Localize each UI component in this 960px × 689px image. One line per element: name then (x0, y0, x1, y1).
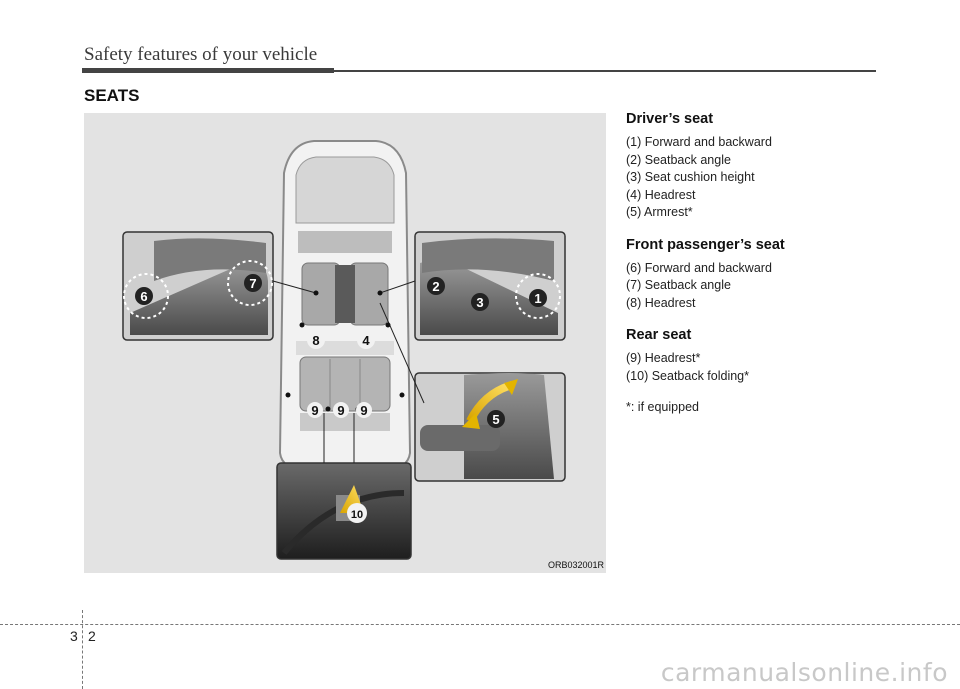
svg-text:9: 9 (360, 403, 367, 418)
seatback-fold-inset (276, 462, 412, 560)
list-item: (7) Seatback angle (626, 278, 731, 292)
svg-text:4: 4 (362, 333, 370, 348)
list-item: (9) Headrest* (626, 351, 701, 365)
list-item: (6) Forward and backward (626, 260, 772, 275)
driver-seat-inset (414, 231, 566, 341)
list-item: (1) Forward and backward (626, 135, 772, 149)
drivers-seat-group: Driver’s seat (1) Forward and backward (… (626, 110, 926, 222)
chapter-rule-thick (82, 68, 334, 73)
chapter-rule-thin (334, 70, 876, 72)
svg-text:7: 7 (249, 276, 256, 291)
page-number: 2 (88, 628, 96, 644)
section-heading: SEATS (84, 86, 140, 105)
list-item: (3) Seat cushion height (626, 170, 755, 184)
seat-illustration: 1 2 3 4 5 6 7 (84, 113, 606, 573)
passenger-seat-group: Front passenger’s seat (6) Forward and b… (626, 236, 926, 313)
rear-seat-group: Rear seat (9) Headrest* (10) Seatback fo… (626, 326, 926, 385)
callout-4: 4 (357, 331, 375, 349)
footer-divider (82, 610, 83, 689)
watermark: carmanualsonline.info (660, 658, 948, 687)
list-item: (8) Headrest (626, 295, 696, 310)
svg-text:2: 2 (432, 279, 439, 294)
callout-9a: 9 (307, 402, 323, 418)
car-top-view (278, 140, 412, 472)
callout-9c: 9 (356, 402, 372, 418)
svg-text:6: 6 (140, 289, 147, 304)
list-item: (2) Seatback angle (626, 152, 731, 167)
figure-code: ORB032001R (547, 560, 604, 570)
callout-1: 1 (529, 289, 547, 307)
group-heading: Front passenger’s seat (626, 236, 785, 253)
list-item: (4) Headrest (626, 187, 696, 202)
list-item: (5) Armrest* (626, 205, 693, 219)
svg-text:10: 10 (351, 509, 363, 521)
armrest-inset (414, 372, 566, 482)
callout-9b: 9 (333, 402, 349, 418)
svg-text:3: 3 (476, 295, 483, 310)
group-heading: Driver’s seat (626, 111, 714, 127)
callout-2: 2 (427, 277, 445, 295)
page-chapter-number: 3 (70, 628, 78, 644)
chapter-title: Safety features of your vehicle (84, 44, 318, 65)
callout-10: 10 (347, 503, 367, 523)
svg-text:1: 1 (534, 291, 541, 306)
svg-text:9: 9 (311, 403, 318, 418)
passenger-seat-inset (122, 231, 274, 341)
text-column: Driver’s seat (1) Forward and backward (… (626, 110, 926, 416)
callout-3: 3 (471, 293, 489, 311)
callout-5: 5 (487, 410, 505, 428)
list-item: (10) Seatback folding* (626, 368, 749, 383)
svg-text:5: 5 (492, 412, 499, 427)
svg-text:9: 9 (337, 403, 344, 418)
group-heading: Rear seat (626, 327, 692, 343)
svg-text:8: 8 (312, 333, 319, 348)
footer-rule (0, 624, 960, 625)
leader-lines (272, 280, 425, 463)
footnote: *: if equipped (626, 400, 699, 414)
callout-8: 8 (307, 331, 325, 349)
callout-7: 7 (244, 274, 262, 292)
callout-6: 6 (135, 287, 153, 305)
